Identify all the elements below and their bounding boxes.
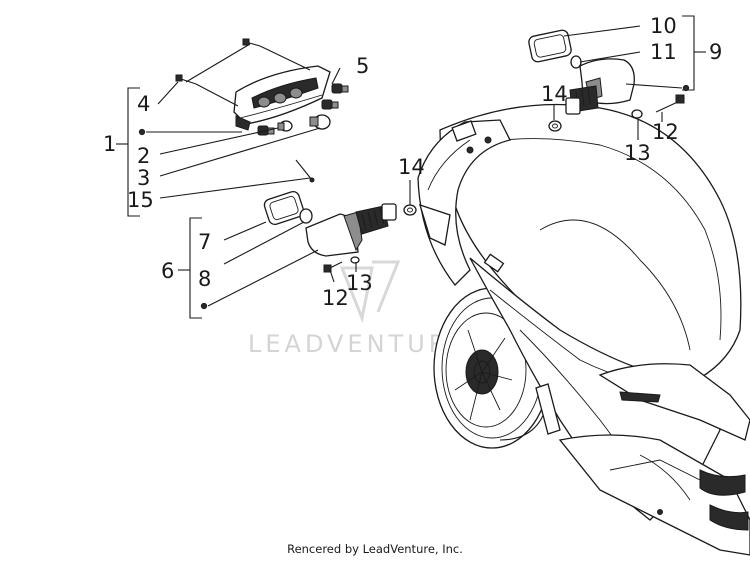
scooter-rear-body: [417, 103, 750, 556]
bulb-sockets: [257, 83, 349, 136]
rear-fender: [419, 203, 451, 246]
right-signal-washer: [631, 109, 643, 119]
right-signal-screw: [655, 94, 685, 113]
callout-14-center: 14: [398, 155, 425, 179]
callout-14-right: 14: [541, 82, 568, 106]
right-turn-signal: [528, 29, 635, 115]
footer-credit: Rencered by LeadVenture, Inc.: [287, 542, 463, 556]
bulb-large: [309, 114, 331, 130]
callout-11: 11: [650, 40, 677, 64]
right-signal-nut: [548, 120, 562, 132]
left-turn-signal: [263, 190, 397, 257]
connector-pin: [295, 159, 313, 181]
tail-lamp: [233, 65, 331, 131]
callout-12-left: 12: [322, 286, 349, 310]
callout-7: 7: [198, 230, 211, 254]
callout-8: 8: [198, 267, 211, 291]
tail-lamp-screw-top: [242, 38, 261, 47]
seat: [439, 103, 742, 386]
floorboard: [558, 434, 750, 556]
callout-15: 15: [127, 188, 154, 212]
callout-1: 1: [103, 132, 116, 156]
callout-13-left: 13: [346, 271, 373, 295]
bulb-small: [277, 120, 293, 132]
watermark-text: LEADVENTURE: [248, 330, 469, 358]
left-signal-screw: [323, 261, 343, 273]
left-signal-washer: [350, 256, 360, 264]
callout-3: 3: [137, 166, 150, 190]
callout-4: 4: [137, 92, 150, 116]
callout-2: 2: [137, 144, 150, 168]
callout-13-right: 13: [624, 141, 651, 165]
callout-9: 9: [709, 40, 722, 64]
callout-6: 6: [161, 259, 174, 283]
callout-12-right: 12: [652, 120, 679, 144]
callout-5: 5: [356, 54, 369, 78]
callout-labels: 1 2 3 4 5 6 7 8 9 10 11 12 12 13 13 14 1…: [103, 14, 722, 310]
nut-center: [403, 204, 417, 216]
callout-10: 10: [650, 14, 677, 38]
leader-lines: [116, 15, 706, 319]
tail-lamp-screw-left: [175, 74, 197, 85]
watermark-logo: [339, 260, 401, 324]
